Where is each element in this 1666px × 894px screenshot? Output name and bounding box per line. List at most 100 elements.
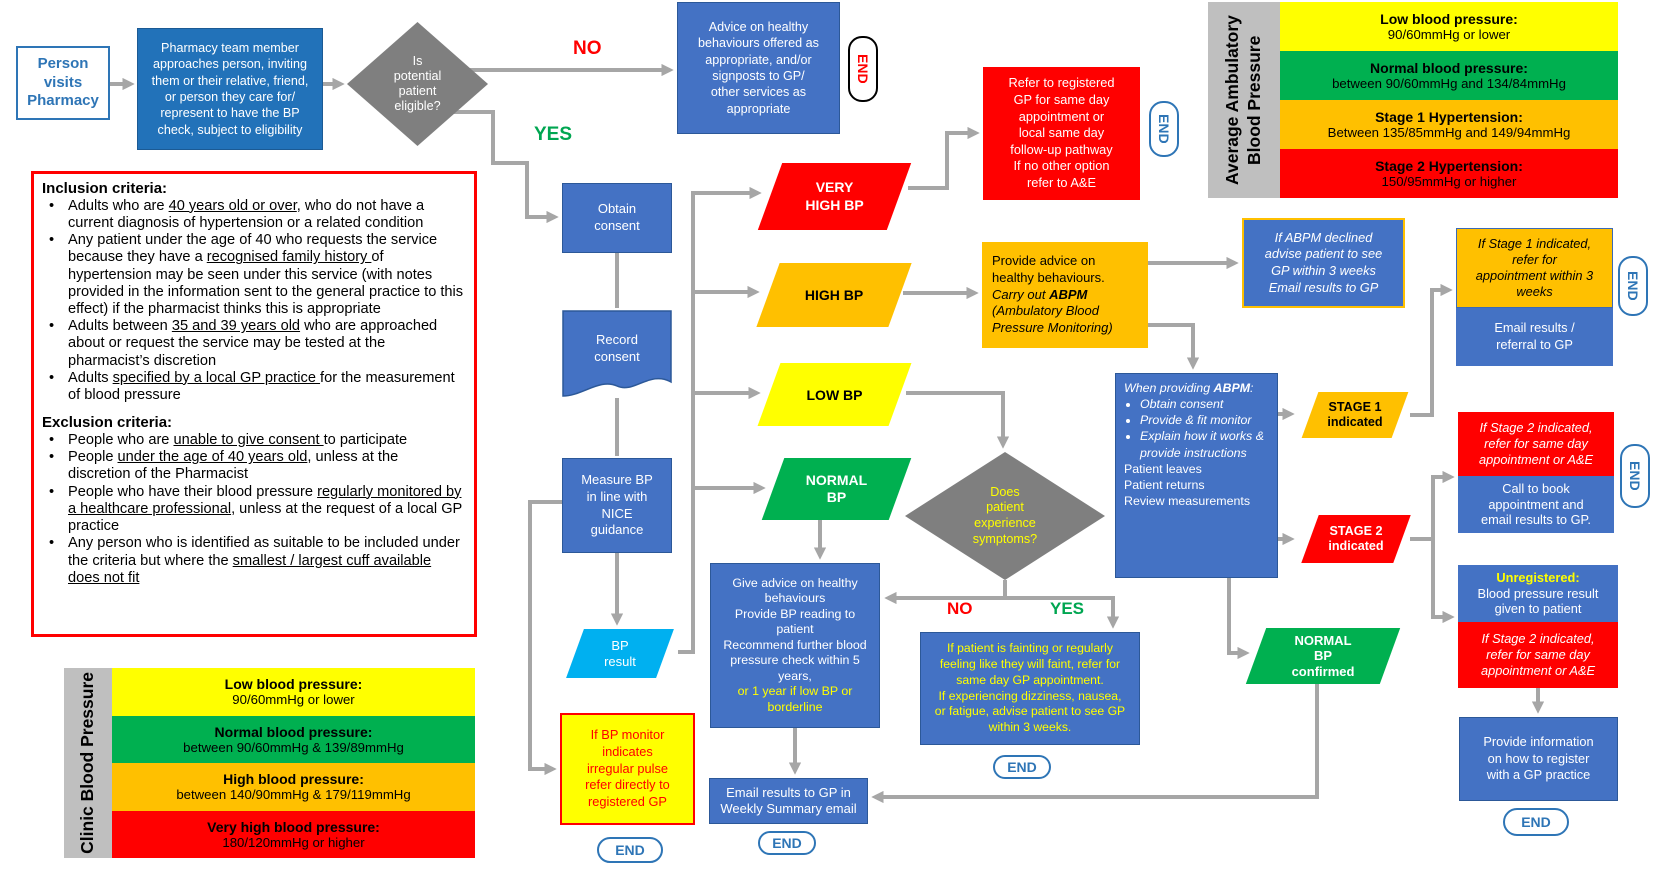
- ambulatory-legend-row-stage2: Stage 2 Hypertension: 150/95mmHg or high…: [1280, 149, 1618, 198]
- node-advice-signpost: Advice on healthy behaviours offered as …: [677, 2, 840, 134]
- exclusion-item: People who have their blood pressure reg…: [42, 484, 464, 536]
- bp-result-label: BP result: [604, 637, 636, 669]
- node-stage2-indicated: STAGE 2 indicated: [1297, 515, 1415, 563]
- end-terminator-fainting: END: [993, 755, 1051, 779]
- node-record-consent: Record consent: [562, 310, 672, 398]
- node-email-results: Email results to GP in Weekly Summary em…: [709, 778, 868, 824]
- stage1-indicated-label: STAGE 1 indicated: [1327, 399, 1383, 429]
- node-very-high-bp: VERY HIGH BP: [757, 163, 912, 230]
- inclusion-title: Inclusion criteria:: [42, 180, 168, 197]
- criteria-panel: Inclusion criteria: Adults who are 40 ye…: [31, 171, 477, 637]
- legend-row-title: High blood pressure:: [223, 771, 364, 788]
- normal-bp-label: NORMAL BP: [805, 471, 868, 506]
- legend-row-value: between 90/60mmHg & 139/89mmHg: [183, 739, 404, 755]
- when-title-post: :: [1250, 381, 1254, 395]
- node-stage2-call-book: Call to book appointment and email resul…: [1458, 476, 1614, 533]
- abpm-line3: (Ambulatory Blood Pressure Monitoring): [992, 303, 1113, 336]
- when-plain-line: Patient returns: [1124, 477, 1205, 492]
- ambulatory-legend-row-stage1: Stage 1 Hypertension: Between 135/85mmHg…: [1280, 100, 1618, 149]
- when-providing-text: When providing ABPM: Obtain consent Prov…: [1124, 380, 1269, 509]
- exclusion-item: Any person who is identified as suitable…: [42, 535, 464, 587]
- eligible-decision-label: Is potential patient eligible?: [393, 53, 442, 114]
- node-high-bp: HIGH BP: [755, 263, 913, 327]
- when-providing-bullets: Obtain consent Provide & fit monitor Exp…: [1124, 396, 1269, 461]
- inclusion-item: Any patient under the age of 40 who requ…: [42, 232, 464, 318]
- end-terminator-very-high: END: [1149, 101, 1179, 157]
- clinic-legend: Low blood pressure: 90/60mmHg or lower N…: [112, 668, 475, 858]
- abpm-line2-bold: ABPM: [1049, 286, 1088, 302]
- unregistered-title: Unregistered:: [1496, 569, 1580, 585]
- symptoms-decision-label: Does patient experience symptoms?: [972, 484, 1038, 546]
- inclusion-item: Adults who are 40 years old or over, who…: [42, 198, 464, 232]
- no-label-eligible: NO: [573, 38, 602, 59]
- exclusion-item: People who are unable to give consent to…: [42, 432, 464, 449]
- node-person-visits-pharmacy: Person visits Pharmacy: [16, 46, 110, 120]
- end-label: END: [1007, 759, 1037, 775]
- node-stage1-refer: If Stage 1 indicated, refer for appointm…: [1456, 228, 1613, 308]
- legend-row-title: Normal blood pressure:: [1370, 59, 1528, 76]
- node-abpm-declined: If ABPM declined advise patient to see G…: [1242, 218, 1405, 308]
- end-label: END: [1156, 114, 1172, 144]
- when-bullet: Explain how it works & provide instructi…: [1140, 428, 1269, 460]
- node-low-bp: LOW BP: [756, 363, 913, 426]
- normal-bp-confirmed-label: NORMAL BP confirmed: [1291, 632, 1355, 679]
- low-bp-label: LOW BP: [806, 386, 863, 403]
- legend-row-title: Stage 2 Hypertension:: [1375, 157, 1523, 174]
- abpm-line2-pre: Carry out: [992, 286, 1050, 302]
- inclusion-list: Adults who are 40 years old or over, who…: [42, 198, 464, 405]
- node-provide-register-info: Provide information on how to register w…: [1459, 717, 1618, 801]
- legend-row-title: Low blood pressure:: [1380, 10, 1518, 27]
- legend-row-title: Low blood pressure:: [224, 676, 363, 693]
- legend-row-value: Between 135/85mmHg and 149/94mmHg: [1327, 124, 1571, 140]
- when-title-bold: ABPM: [1213, 381, 1251, 395]
- end-label: END: [772, 835, 802, 851]
- record-consent-label: Record consent: [594, 332, 640, 364]
- clinic-legend-row-normal: Normal blood pressure: between 90/60mmHg…: [112, 715, 475, 763]
- give-advice-text: Give advice on healthy behaviours Provid…: [723, 575, 867, 683]
- node-symptoms-decision: Does patient experience symptoms?: [905, 452, 1105, 580]
- legend-row-title: Very high blood pressure:: [207, 818, 380, 835]
- legend-row-value: 180/120mmHg or higher: [222, 834, 365, 850]
- no-label-symptoms: NO: [947, 599, 973, 618]
- end-label: END: [1627, 461, 1643, 491]
- node-unregistered: Unregistered: Blood pressure result give…: [1458, 565, 1618, 622]
- ambulatory-legend-label-text: Average Ambulatory Blood Pressure: [1222, 15, 1264, 185]
- node-abpm-advice: Provide advice on healthy behaviours. Ca…: [982, 242, 1148, 348]
- end-terminator-email: END: [758, 831, 816, 855]
- end-label: END: [1521, 814, 1551, 830]
- clinic-legend-label: Clinic Blood Pressure: [64, 668, 112, 858]
- when-title-pre: When providing: [1124, 381, 1214, 395]
- node-stage1-email: Email results / referral to GP: [1456, 308, 1613, 366]
- legend-row-value: between 140/90mmHg & 179/119mmHg: [176, 787, 411, 803]
- node-normal-bp: NORMAL BP: [760, 458, 913, 520]
- legend-row-value: 90/60mmHg or lower: [1387, 26, 1511, 42]
- stage2-indicated-label: STAGE 2 indicated: [1328, 523, 1384, 553]
- ambulatory-legend-label: Average Ambulatory Blood Pressure: [1208, 2, 1280, 198]
- node-refer-registered-gp: Refer to registered GP for same day appo…: [983, 67, 1140, 200]
- abpm-line1: Provide advice on healthy behaviours.: [992, 252, 1105, 285]
- exclusion-title: Exclusion criteria:: [42, 414, 173, 432]
- document-shape: [562, 310, 672, 397]
- node-measure-bp: Measure BP in line with NICE guidance: [562, 458, 672, 553]
- inclusion-item: Adults specified by a local GP practice …: [42, 370, 464, 404]
- exclusion-list: People who are unable to give consent to…: [42, 432, 464, 587]
- node-unregistered-stage2-refer: If Stage 2 indicated, refer for same day…: [1458, 622, 1618, 688]
- clinic-legend-row-low: Low blood pressure: 90/60mmHg or lower: [112, 668, 475, 716]
- clinic-legend-row-high: High blood pressure: between 140/90mmHg …: [112, 763, 475, 811]
- when-plain-line: Review measurements: [1124, 493, 1251, 508]
- end-label: END: [855, 54, 871, 84]
- node-stage1-indicated: STAGE 1 indicated: [1297, 392, 1413, 438]
- node-fainting-advice: If patient is fainting or regularly feel…: [920, 632, 1140, 745]
- very-high-bp-label: VERY HIGH BP: [805, 179, 864, 213]
- exclusion-item: People under the age of 40 years old, un…: [42, 449, 464, 483]
- inclusion-item: Adults between 35 and 39 years old who a…: [42, 318, 464, 370]
- node-pharmacy-approach: Pharmacy team member approaches person, …: [137, 28, 323, 150]
- end-terminator-stage2: END: [1620, 444, 1650, 508]
- when-bullet: Provide & fit monitor: [1140, 412, 1269, 428]
- end-label: END: [615, 842, 645, 858]
- end-terminator-irregular: END: [597, 837, 663, 863]
- ambulatory-legend: Low blood pressure: 90/60mmHg or lower N…: [1280, 2, 1618, 198]
- end-terminator-stage1: END: [1618, 256, 1648, 316]
